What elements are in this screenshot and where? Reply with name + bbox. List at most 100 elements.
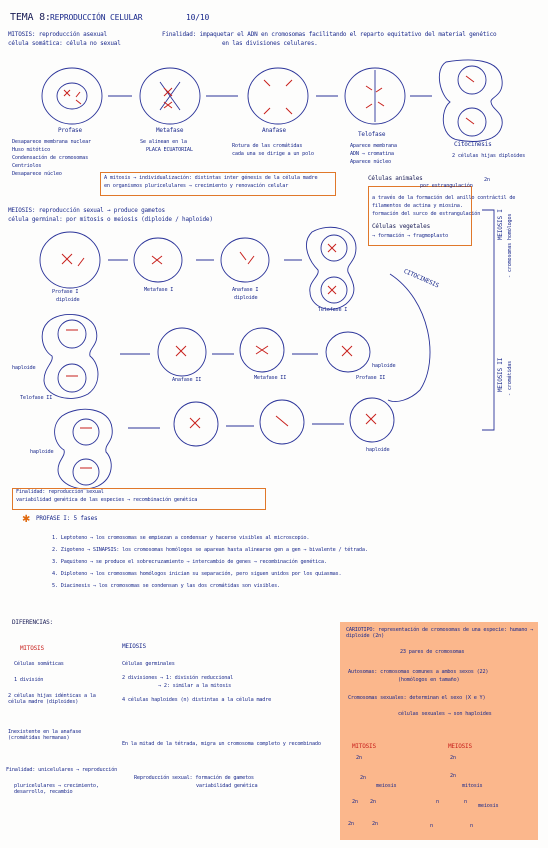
label-metafase-I: Metafase I [144,287,174,293]
label-telofase: Telofase [358,131,386,138]
profase-I-sub: diploide [56,297,80,303]
tree-node: 2n [450,773,456,779]
tree-node: n [470,823,473,829]
mitosis-row: Finalidad: unicelulares → reproducción [6,767,118,773]
profase-note: Centriolos [12,163,42,169]
meiosis-I-note: - cromosomas homólogos [507,213,513,278]
mitosis-sub: célula somática: célula no sexual [8,40,121,47]
autosomas: Autosomas: cromosomas comunes a ambos se… [348,669,489,675]
anafase-I-sub: diploide [234,295,258,301]
cariotipo-panel [340,622,538,840]
meiosis-finalidad-1: Finalidad: reproducción sexual [16,489,104,495]
mitosis-row: Células somáticas [14,661,64,667]
citocinesis-note: 2 células hijas diploides [452,153,526,159]
diferencias-col-mitosis: MITOSIS [20,645,44,652]
animales-line-2: filamentos de actina y miosina. [372,203,463,209]
cariotipo-col-meiosis: MEIOSIS [448,743,472,750]
tree-node: 2n [352,799,358,805]
meiosis-row: 2 divisiones → 1: división reduccional [122,675,234,681]
meiosis-finalidad-2: variabilidad genética de las especies → … [16,497,198,503]
tree-node: 2n [370,799,376,805]
cariotipo-title: CARIOTIPO: representación de cromosomas … [346,627,534,639]
sexuales-2: células sexuales → son haploides [398,711,492,717]
tree-label: meiosis [478,803,499,809]
meiosis-I-label: MEIOSIS I [497,209,504,240]
label-profase-II: Profase II [356,375,386,381]
vegetales-title: Células vegetales [372,223,431,230]
label-citocinesis: Citocinesis [454,141,492,148]
haploide-label: haploide [372,363,396,369]
tree-node: 2n [356,755,362,761]
mitosis-row: 2 células hijas idénticas a la célula ma… [8,693,96,705]
mitosis-row: 1 división [14,677,44,683]
haploide-label: haploide [30,449,54,455]
score: 10/10 [186,13,210,22]
label-anafase: Anafase [262,127,286,134]
profase-item: 5. Diacinesis → los cromosomas se conden… [52,583,281,589]
two-n-badge: 2n [484,177,490,183]
profase-item: 1. Leptoteno → los cromosomas se empieza… [52,535,310,541]
autosomas-2: (homólogos en tamaño) [398,677,460,683]
animales-note: por estrangulación [420,183,473,189]
tree-label: meiosis [376,783,397,789]
meiosis-II-note: - cromátidas [507,360,513,396]
tree-node: n [436,799,439,805]
box-line-1: A mitosis → individualización: distintas… [104,175,318,181]
telofase-note: Aparece núcleo [350,159,391,165]
tree-label: mitosis [462,783,483,789]
label-anafase-II: Anafase II [172,377,202,383]
telofase-note: Aparece membrana [350,143,397,149]
page-title: REPRODUCCIÓN CELULAR [50,13,143,22]
haploide-label: haploide [366,447,390,453]
anafase-note: cada una se dirige a un polo [232,151,314,157]
profase-title: PROFASE I: 5 fases [36,515,98,522]
tree-node: 2n [348,821,354,827]
meiosis-row: → 2: similar a la mitosis [158,683,232,689]
tree-node: n [430,823,433,829]
meiosis-sub: célula germinal: por mitosis o meiosis (… [8,216,213,223]
anafase-note: Rotura de las cromátidas [232,143,303,149]
label-profase-I: Profase I [52,289,79,295]
cariotipo-col-mitosis: MITOSIS [352,743,376,750]
haploide-label: haploide [12,365,36,371]
tree-node: 2n [450,755,456,761]
meiosis-finalidad-box [12,488,266,510]
meiosis-II-label: MEIOSIS II [497,357,504,392]
diferencias-col-meiosis: MEIOSIS [122,643,146,650]
tree-node: 2n [372,821,378,827]
mitosis-row: pluricelulares → crecimiento, desarrollo… [14,783,99,795]
label-telofase-II: Telofase II [20,395,53,401]
cariotipo-line2: 23 pares de cromosomas [400,649,465,655]
label-telofase-I: Telofase I [318,307,348,313]
sexuales: Cromosomas sexuales: determinan el sexo … [348,695,486,701]
profase-item: 3. Paquiteno → se produce el sobrecruzam… [52,559,327,565]
meiosis-row: 4 células haploides (n) distintas a la c… [122,697,272,703]
mitosis-finalidad: Finalidad: impaquetar el ADN en cromosom… [162,31,497,38]
label-metafase-II: Metafase II [254,375,287,381]
animales-line-1: a través de la formación del anillo cont… [372,195,516,201]
metafase-note: PLACA ECUATORIAL [146,147,193,153]
mitosis-heading: MITOSIS: reproducción asexual [8,31,107,38]
tree-node: n [464,799,467,805]
meiosis-row: Reproducción sexual: formación de gameto… [134,775,254,781]
label-profase: Profase [58,127,82,134]
citocinesis-box [368,186,472,246]
profase-item: 4. Diploteno → los cromosomas homólogos … [52,571,342,577]
mitosis-finalidad-box [100,172,336,196]
diferencias-title: DIFERENCIAS: [12,619,53,626]
meiosis-heading: MEIOSIS: reproducción sexual → produce g… [8,207,165,214]
profase-item: 2. Zigoteno → SINAPSIS: los cromosomas h… [52,547,368,553]
profase-note: Desaparece membrana nuclear [12,139,91,145]
star-icon: ✱ [22,514,31,525]
vegetales-line-0: formación del surco de estrangulación [372,211,481,217]
meiosis-row: variabilidad genética [196,783,258,789]
mitosis-row: Inexistente en la anafase (cromátidas he… [8,729,82,741]
profase-note: Huso mitótico [12,147,51,153]
animales-title: Células animales [368,175,423,182]
meiosis-row: Células germinales [122,661,175,667]
profase-note: Condensación de cromosomas [12,155,89,161]
label-metafase: Metafase [156,127,184,134]
meiosis-row: En la mitad de la tétrada, migra un crom… [122,741,321,747]
